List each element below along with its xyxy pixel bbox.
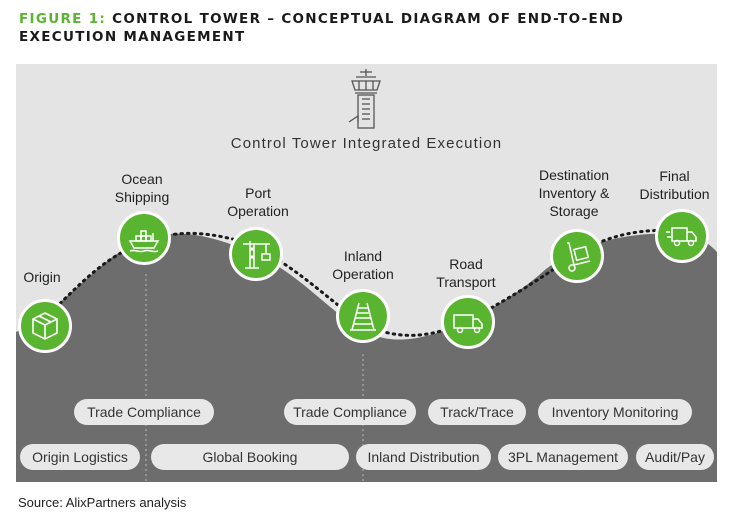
hand-truck-icon xyxy=(567,242,591,272)
package-box-icon xyxy=(32,312,58,340)
stage-label-origin: Origin xyxy=(23,269,61,285)
stage-node-origin xyxy=(18,299,72,353)
stage-node-ocean-shipping xyxy=(117,211,171,265)
control-tower-icon xyxy=(348,69,381,129)
stage-label-destination-inventory: Destination Inventory & Storage xyxy=(538,167,610,219)
cargo-ship-icon xyxy=(128,230,160,253)
service-pill-inland-distribution: Inland Distribution xyxy=(356,444,491,470)
stage-node-port-operation xyxy=(229,227,283,281)
stage-node-final-distribution xyxy=(655,209,709,263)
port-crane-icon xyxy=(243,241,271,269)
service-pill-inventory-monitoring: Inventory Monitoring xyxy=(538,399,692,425)
figure-label: FIGURE 1: xyxy=(19,11,107,27)
railway-track-icon xyxy=(350,302,376,331)
delivery-truck-icon xyxy=(666,227,697,247)
service-pill-track-trace: Track/Trace xyxy=(428,399,526,425)
stage-label-ocean-shipping: Ocean Shipping xyxy=(114,171,170,205)
service-pill-trade-compliance-1: Trade Compliance xyxy=(74,399,214,425)
stage-node-inland-operation xyxy=(336,289,390,343)
stage-label-final-distribution: Final Distribution xyxy=(639,168,710,202)
service-pill-3pl-management: 3PL Management xyxy=(498,444,628,470)
stage-label-road-transport: Road Transport xyxy=(436,256,496,290)
service-pill-audit-pay: Audit/Pay xyxy=(636,444,714,470)
panel-title: Control Tower Integrated Execution xyxy=(230,135,503,152)
truck-icon xyxy=(453,314,483,334)
stage-label-inland-operation: Inland Operation xyxy=(332,248,394,282)
stage-node-destination-inventory xyxy=(550,229,604,283)
service-pill-trade-compliance-2: Trade Compliance xyxy=(284,399,416,425)
service-pill-origin-logistics: Origin Logistics xyxy=(20,444,140,470)
service-pill-global-booking: Global Booking xyxy=(151,444,349,470)
figure-title: FIGURE 1: CONTROL TOWER – CONCEPTUAL DIA… xyxy=(19,10,719,46)
stage-label-port-operation: Port Operation xyxy=(227,185,289,219)
diagram-panel: Control Tower Integrated Execution Origi… xyxy=(16,64,717,482)
figure-title-text: CONTROL TOWER – CONCEPTUAL DIAGRAM OF EN… xyxy=(19,11,625,45)
stage-node-road-transport xyxy=(441,295,495,349)
source-note: Source: AlixPartners analysis xyxy=(18,495,187,510)
